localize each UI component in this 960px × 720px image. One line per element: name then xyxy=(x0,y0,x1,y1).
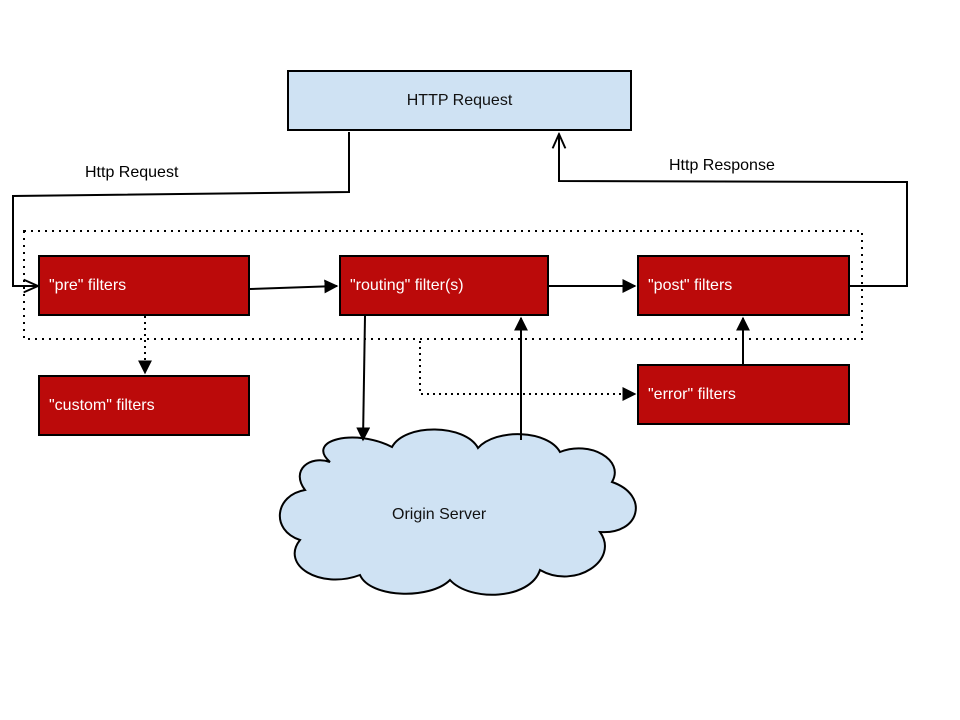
http-response-edge-label: Http Response xyxy=(669,157,775,174)
chain-to-error-arrow xyxy=(419,341,637,401)
http-request-edge-label: Http Request xyxy=(85,164,179,181)
http-response-arrow xyxy=(559,134,908,287)
post-filters-box: "post" filters xyxy=(637,255,850,316)
http-request-arrow xyxy=(12,132,350,286)
filter-chain-boundary xyxy=(23,230,863,340)
pre-to-routing-arrow xyxy=(249,279,339,294)
routing-to-origin-arrow xyxy=(356,315,371,442)
origin-server-label: Origin Server xyxy=(392,506,487,523)
pre-filters-box: "pre" filters xyxy=(38,255,250,316)
routing-filters-box: "routing" filter(s) xyxy=(339,255,549,316)
http-request-box: HTTP Request xyxy=(287,70,632,131)
origin-server-cloud xyxy=(279,428,637,596)
custom-filters-box: "custom" filters xyxy=(38,375,250,436)
error-filters-box: "error" filters xyxy=(637,364,850,425)
